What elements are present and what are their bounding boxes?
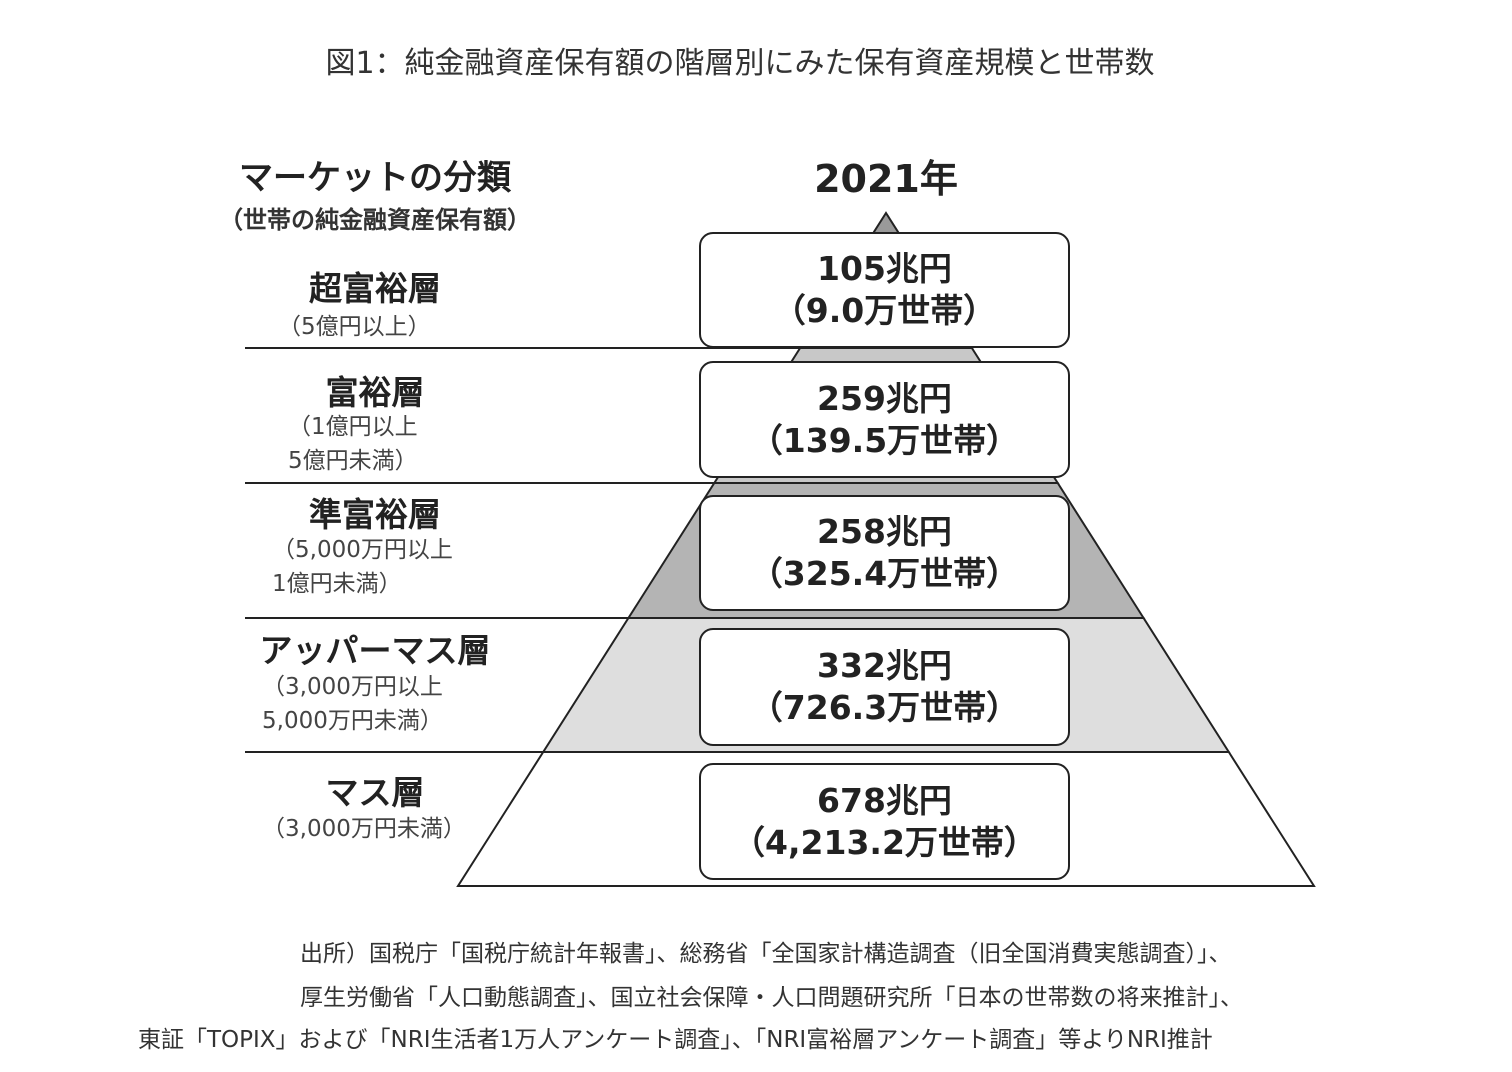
figure-title: 図1：純金融資産保有額の階層別にみた保有資産規模と世帯数 [325,46,1155,81]
tier-assets: 259兆円 [817,378,952,418]
tier-assets: 332兆円 [817,646,952,685]
tier-range: （3,000万円未満） [262,816,466,842]
tier-households: （9.0万世帯） [772,291,997,330]
source-line: 厚生労働省「人口動態調査」、国立社会保障・人口問題研究所「日本の世帯数の将来推計… [300,985,1243,1011]
tier-name: 富裕層 [325,373,425,412]
tier-value-box: 259兆円 （139.5万世帯） [699,361,1070,478]
tier-name: 準富裕層 [309,495,441,534]
tier-households: （325.4万世帯） [749,554,1020,593]
year-label: 2021年 [814,157,958,201]
tier-range: （5億円以上） [278,314,431,340]
tier-value-box: 105兆円 （9.0万世帯） [699,232,1070,348]
tier-range: （1億円以上 5億円未満） [288,414,418,474]
tier-households: （139.5万世帯） [749,420,1020,460]
tier-name: アッパーマス層 [259,631,491,670]
tier-name: 超富裕層 [309,269,441,308]
market-classification-sublabel: （世帯の純金融資産保有額） [219,206,531,234]
tier-assets: 105兆円 [817,249,952,288]
tier-range: （3,000万円以上 5,000万円未満） [262,674,443,734]
tier-households: （726.3万世帯） [749,688,1020,727]
tier-households: （4,213.2万世帯） [732,822,1037,862]
tier-value-box: 678兆円 （4,213.2万世帯） [699,763,1070,880]
source-line: 東証「TOPIX」および「NRI生活者1万人アンケート調査」、「NRI富裕層アン… [138,1027,1213,1053]
tier-name: マス層 [325,773,425,812]
tier-value-box: 332兆円 （726.3万世帯） [699,628,1070,746]
tier-value-box: 258兆円 （325.4万世帯） [699,495,1070,611]
market-classification-label: マーケットの分類 [239,158,511,198]
tier-range: （5,000万円以上 1億円未満） [272,537,453,597]
tier-assets: 678兆円 [817,780,952,820]
tier-assets: 258兆円 [817,512,952,551]
source-line: 出所）国税庁「国税庁統計年報書」、総務省「全国家計構造調査（旧全国消費実態調査）… [300,941,1232,967]
